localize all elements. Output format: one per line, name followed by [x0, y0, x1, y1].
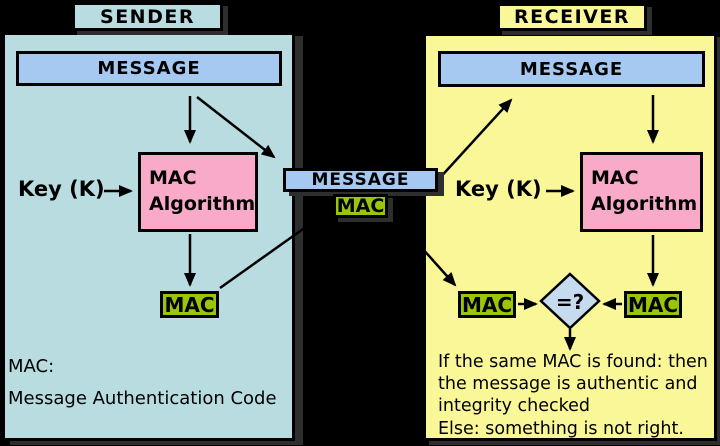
sender-title: SENDER — [72, 2, 223, 31]
receiver-key-label: Key (K) — [455, 177, 542, 201]
sender-mac-label: MAC — [164, 292, 215, 317]
sender-message-box: MESSAGE — [16, 51, 282, 86]
receiver-mac-computed-box: MAC — [624, 291, 682, 318]
channel-message-label: MESSAGE — [311, 170, 410, 190]
sender-note: MAC: Message Authentication Code — [8, 356, 277, 409]
channel-message-box: MESSAGE — [283, 168, 438, 192]
receiver-title: RECEIVER — [497, 3, 647, 31]
sender-key-label: Key (K) — [18, 177, 105, 201]
receiver-mac-computed-label: MAC — [627, 292, 679, 317]
receiver-message-box: MESSAGE — [438, 51, 705, 87]
sender-mac-box: MAC — [160, 291, 219, 318]
receiver-message-label: MESSAGE — [519, 58, 624, 80]
comparator-label: =? — [555, 290, 585, 314]
receiver-title-label: RECEIVER — [514, 6, 630, 28]
channel-mac-label: MAC — [336, 195, 385, 217]
receiver-mac-algorithm-box: MAC Algorithm — [580, 152, 703, 232]
sender-title-label: SENDER — [100, 5, 195, 28]
sender-mac-algorithm-box: MAC Algorithm — [138, 152, 258, 232]
channel-mac-box: MAC — [333, 194, 388, 218]
sender-message-label: MESSAGE — [97, 58, 201, 79]
receiver-note: If the same MAC is found: then the messa… — [438, 352, 708, 439]
receiver-mac-received-label: MAC — [461, 292, 513, 317]
receiver-mac-received-box: MAC — [458, 291, 516, 318]
